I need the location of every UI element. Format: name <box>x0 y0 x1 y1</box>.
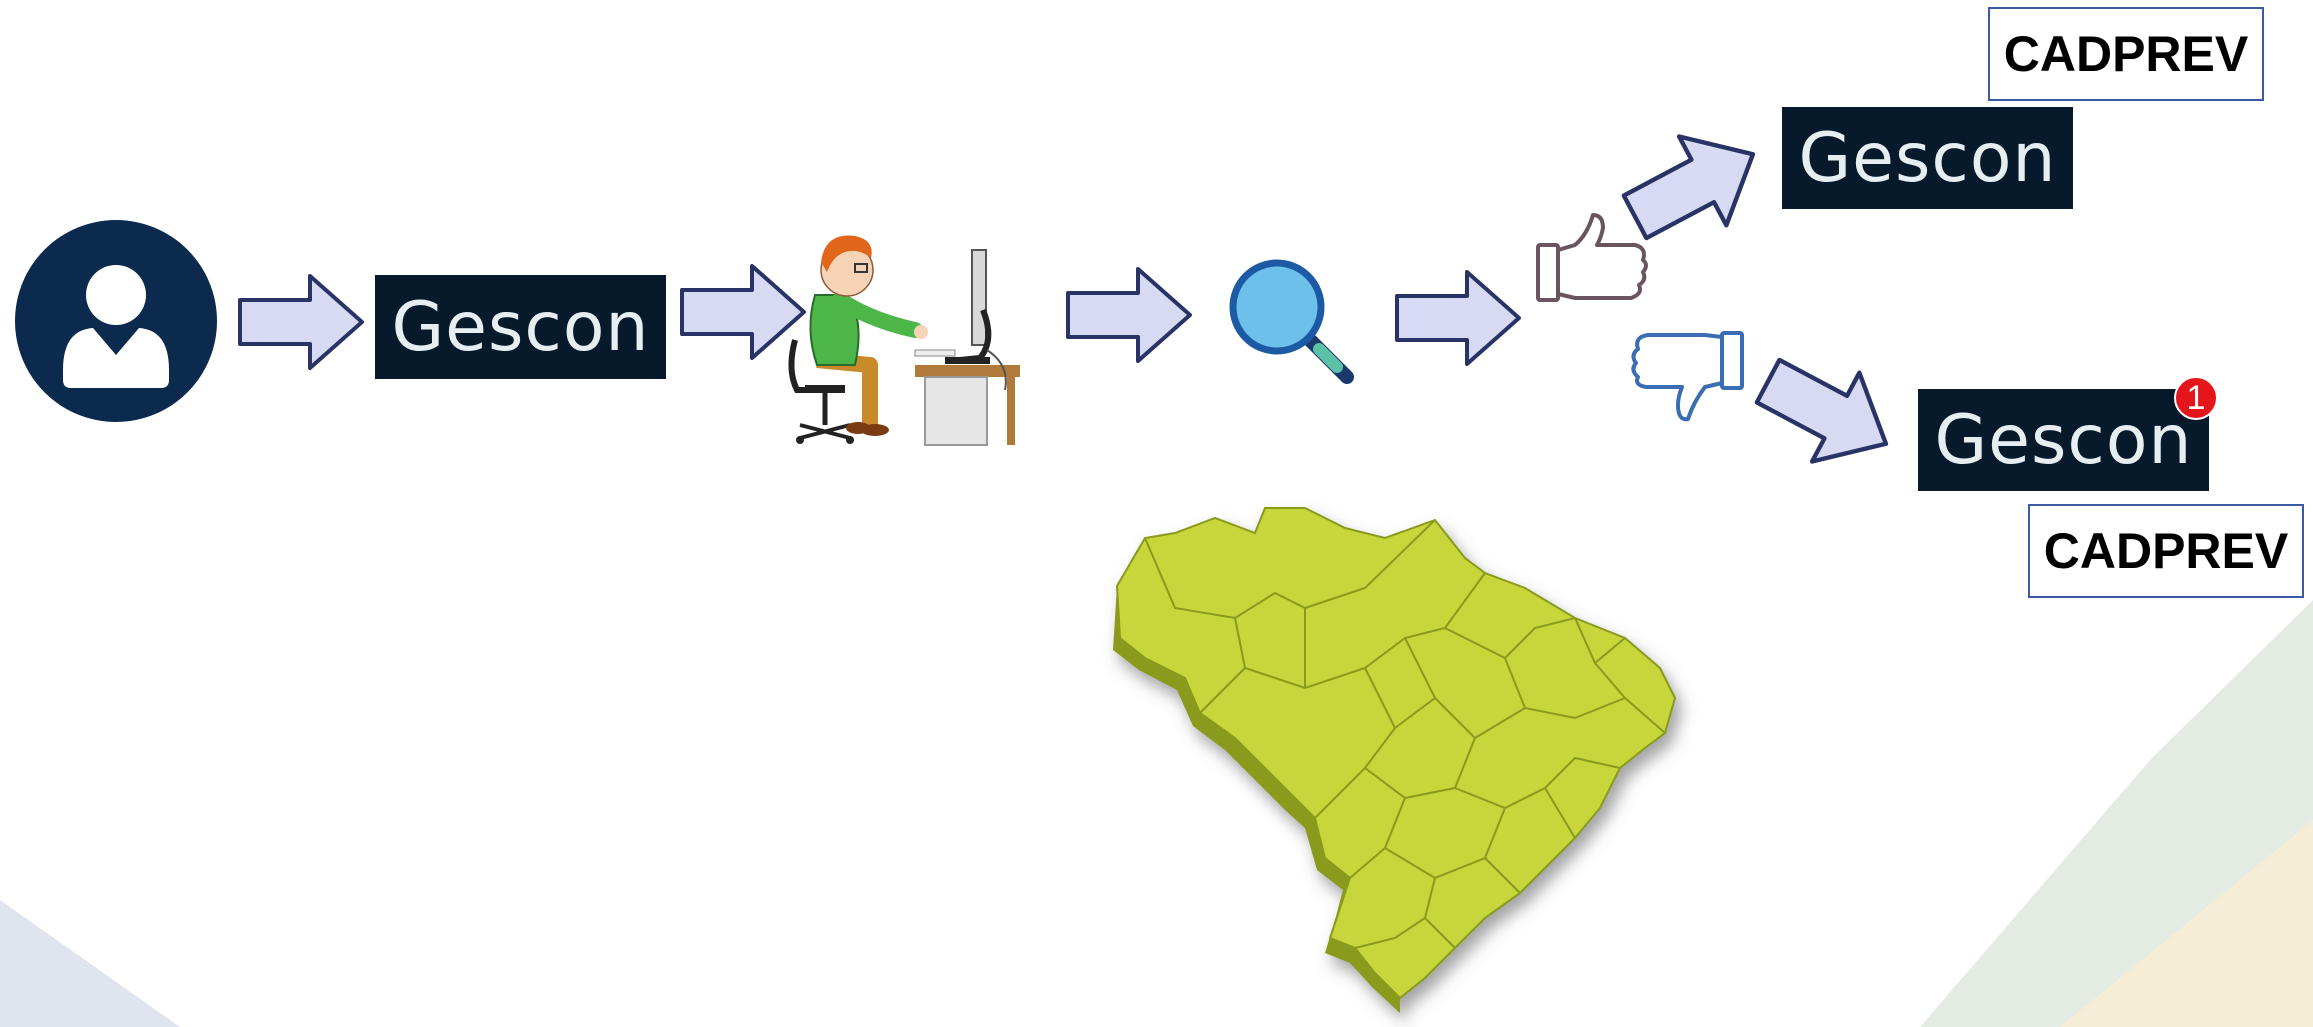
cadprev-box-bottom: CADPREV <box>2028 504 2304 598</box>
user-circle-icon <box>15 220 217 422</box>
cadprev-box-top: CADPREV <box>1988 7 2264 101</box>
arrow-3 <box>1066 267 1192 363</box>
brazil-map <box>1113 507 1677 1013</box>
arrow-4 <box>1395 270 1521 366</box>
thumbs-up-icon <box>1536 213 1648 302</box>
arrow-2 <box>680 264 806 360</box>
gescon-box-approved: Gescon <box>1782 107 2073 209</box>
arrow-up-right <box>1621 134 1756 241</box>
arrow-down-right <box>1754 357 1889 464</box>
arrow-1 <box>238 274 364 370</box>
notification-badge: 1 <box>2174 376 2218 420</box>
person-at-computer-illustration <box>788 235 1020 446</box>
magnifying-glass-icon <box>1229 259 1354 384</box>
gescon-box: Gescon <box>375 275 666 379</box>
gescon-box-rejected: Gescon <box>1918 389 2209 491</box>
thumbs-down-icon <box>1631 331 1744 422</box>
